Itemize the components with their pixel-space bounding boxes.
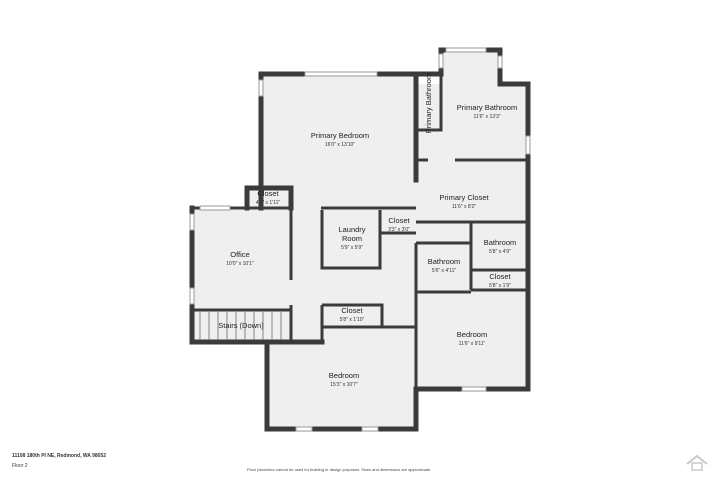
closet-bottom-dim: 5'8" x 1'10" bbox=[340, 317, 365, 323]
laundry-label-line1: Laundry bbox=[338, 225, 365, 234]
windows bbox=[189, 47, 531, 432]
bathroom-center-label: Bathroom bbox=[428, 257, 461, 266]
bedroom-bottom-label: Bedroom bbox=[329, 371, 359, 380]
bedroom-bottom-dim: 15'3" x 10'7" bbox=[330, 382, 358, 388]
stairs-treads bbox=[199, 312, 282, 340]
laundry-label-line2: Room bbox=[342, 234, 362, 243]
house-logo-icon bbox=[686, 454, 708, 471]
address-text: 11108 180th Pl NE, Redmond, WA 98052 bbox=[12, 453, 107, 459]
primary-bedroom-label: Primary Bedroom bbox=[311, 131, 369, 140]
office-label: Office bbox=[230, 250, 249, 259]
closet-bottom-label: Closet bbox=[341, 306, 363, 315]
bedroom-right-dim: 11'6" x 9'11" bbox=[459, 341, 486, 347]
closet-top-dim: 4'1" x 1'11" bbox=[256, 200, 280, 206]
bedroom-right-label: Bedroom bbox=[457, 330, 487, 339]
stairs-label: Stairs (Down) bbox=[218, 321, 264, 330]
primary-closet-dim: 11'6" x 8'2" bbox=[452, 204, 476, 210]
primary-bathroom-dim: 11'6" x 13'3" bbox=[473, 114, 500, 120]
closet-top-label: Closet bbox=[257, 189, 279, 198]
bathroom-right-label: Bathroom bbox=[484, 238, 517, 247]
closet-laundry-label: Closet bbox=[388, 216, 410, 225]
laundry-dim: 5'9" x 5'9" bbox=[341, 245, 363, 251]
room-labels: Primary Bedroom 16'0" x 13'10" Primary B… bbox=[218, 73, 517, 388]
disclaimer-text: Floor plans/tour cannot be used for buil… bbox=[247, 467, 432, 472]
primary-bathroom-label: Primary Bathroom bbox=[457, 103, 517, 112]
primary-closet-label: Primary Closet bbox=[439, 193, 489, 202]
bathroom-right-dim: 5'8" x 4'9" bbox=[489, 249, 511, 255]
primary-bedroom-dim: 16'0" x 13'10" bbox=[325, 142, 355, 148]
floor-label: Floor 2 bbox=[12, 463, 28, 469]
closet-laundry-dim: 3'3" x 3'0" bbox=[388, 227, 410, 233]
closet-right-label: Closet bbox=[489, 272, 511, 281]
closet-right-dim: 5'8" x 1'9" bbox=[489, 283, 511, 289]
bathroom-center-dim: 5'6" x 4'11" bbox=[432, 268, 456, 274]
office-dim: 10'0" x 10'1" bbox=[226, 261, 254, 267]
primary-bathroom-small-label: Primary Bathroom bbox=[424, 73, 433, 133]
